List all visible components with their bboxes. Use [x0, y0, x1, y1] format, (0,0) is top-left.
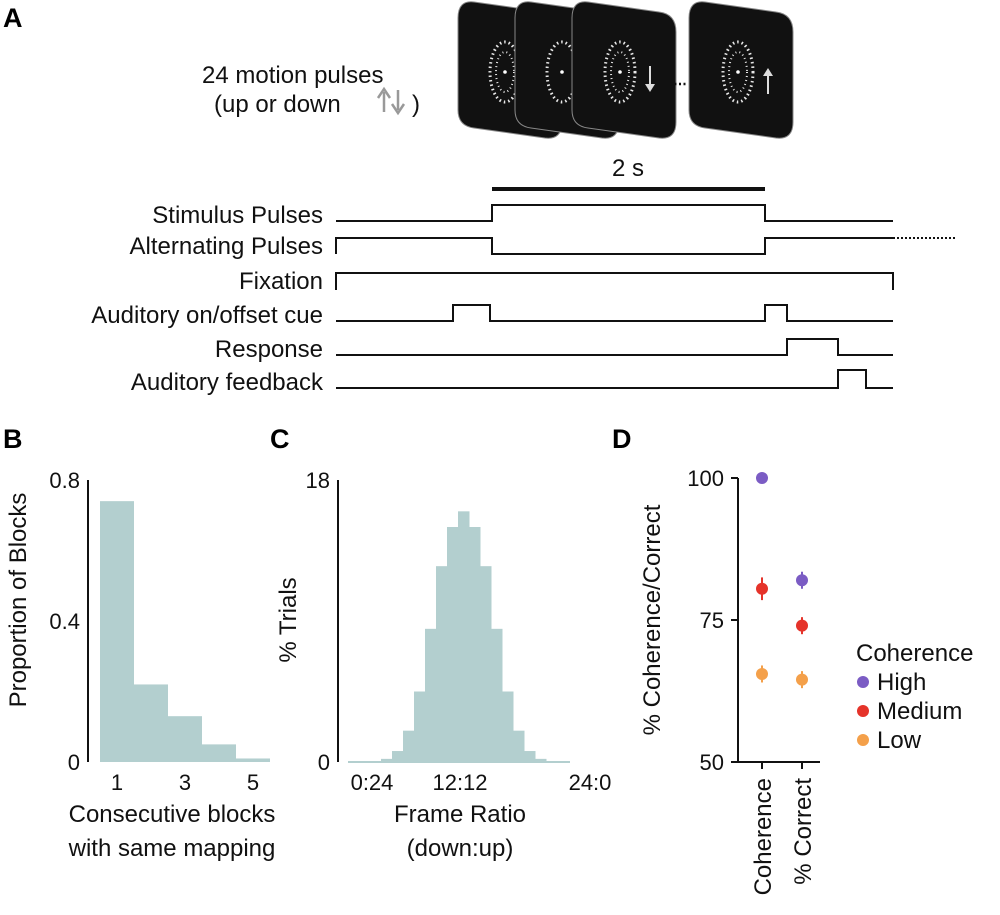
c-bar-18 [535, 758, 547, 762]
c-ytick-label: 0 [318, 750, 330, 775]
b-xticks: 1 3 5 [111, 770, 259, 795]
stimulus-text-line2: (up or down [214, 91, 341, 118]
d-ytick-label: 100 [687, 466, 724, 491]
d-ylabel: % Coherence/Correct [639, 504, 666, 735]
b-bar-2 [134, 684, 168, 762]
d-legend-marker-medium [857, 705, 869, 717]
c-xtick-label: 24:0 [569, 770, 612, 795]
c-bars [348, 511, 570, 763]
b-bar-4 [202, 744, 236, 762]
d-legend-label-medium: Medium [877, 698, 962, 725]
b-bar-1 [100, 501, 134, 762]
c-xlabel-line2: (down:up) [407, 835, 514, 862]
d-point-low [796, 673, 808, 686]
d-point-low [756, 667, 768, 680]
trace-cue [336, 304, 893, 322]
timeline-label-fixation: Fixation [239, 268, 323, 295]
d-point-high [796, 574, 808, 587]
d-yticks: 50 75 100 [687, 466, 738, 775]
timeline-label-alternating: Alternating Pulses [130, 233, 323, 260]
panel-d-letter: D [612, 424, 632, 454]
timeline-label-stimulus: Stimulus Pulses [152, 202, 323, 229]
timeline-label-feedback: Auditory feedback [131, 369, 324, 396]
d-point-high [756, 472, 768, 484]
d-xtick-label: % Correct [790, 778, 817, 885]
c-bar-15 [502, 691, 514, 762]
b-yticks: 0 0.4 0.8 [49, 468, 80, 775]
c-bar-4 [381, 758, 393, 762]
panel-c-letter: C [270, 424, 290, 454]
panel-b-letter: B [3, 424, 23, 454]
d-legend-label-high: High [877, 669, 926, 696]
duration-label: 2 s [612, 155, 644, 182]
c-bar-16 [513, 730, 525, 762]
c-xlabel-line1: Frame Ratio [394, 801, 526, 828]
b-xtick-label: 5 [247, 770, 259, 795]
b-ytick-label: 0.8 [49, 468, 80, 493]
stimulus-text-line1: 24 motion pulses [202, 62, 383, 89]
d-ytick-label: 75 [700, 608, 724, 633]
c-bar-12 [469, 527, 481, 762]
c-ytick-label: 18 [306, 468, 330, 493]
b-xtick-label: 1 [111, 770, 123, 795]
c-xtick-label: 0:24 [351, 770, 394, 795]
c-xticks: 0:24 12:12 24:0 [351, 770, 612, 795]
d-legend-label-low: Low [877, 727, 922, 754]
d-point-medium [756, 582, 768, 595]
c-bar-10 [447, 527, 459, 762]
c-xtick-label: 12:12 [432, 770, 487, 795]
d-legend-marker-high [857, 676, 869, 688]
frame-4-up-arrow-icon [763, 68, 773, 94]
updown-arrows-icon [376, 86, 406, 116]
trace-fixation [335, 272, 894, 290]
c-bar-17 [524, 751, 536, 762]
stimulus-text-close: ) [412, 91, 420, 118]
b-ytick-label: 0.4 [49, 609, 80, 634]
panel-a-letter: A [3, 3, 23, 33]
c-bar-7 [414, 691, 426, 762]
stimulus-frame-4 [688, 1, 794, 139]
d-point-medium [796, 619, 808, 632]
c-bar-9 [436, 566, 448, 762]
c-ylabel: % Trials [275, 577, 302, 662]
c-bar-5 [392, 751, 404, 762]
trace-stimulus [336, 204, 893, 222]
b-xlabel-line1: Consecutive blocks [69, 801, 276, 828]
d-legend-marker-low [857, 734, 869, 746]
c-bar-8 [425, 628, 437, 762]
trace-alternating [335, 237, 893, 255]
b-xtick-label: 3 [179, 770, 191, 795]
c-bar-6 [403, 730, 415, 762]
timeline-label-cue: Auditory on/offset cue [91, 302, 323, 329]
d-xtick-label: Coherence [750, 778, 777, 895]
c-bar-14 [491, 628, 503, 762]
trace-feedback [336, 369, 893, 389]
d-xticks: Coherence % Correct [750, 762, 817, 895]
d-ytick-label: 50 [700, 750, 724, 775]
c-bar-11 [458, 511, 470, 762]
c-yticks: 0 18 [306, 468, 330, 775]
frame-3-down-arrow-icon [645, 66, 655, 92]
b-bar-5 [236, 758, 270, 762]
d-legend-title: Coherence [856, 640, 973, 667]
b-ylabel: Proportion of Blocks [5, 493, 32, 708]
c-bar-13 [480, 566, 492, 762]
b-bar-3 [168, 716, 202, 762]
b-bars [100, 501, 270, 762]
b-xlabel-line2: with same mapping [68, 835, 276, 862]
stimulus-frame-3 [571, 1, 677, 139]
timeline-label-response: Response [215, 336, 323, 363]
d-points [756, 472, 808, 689]
b-ytick-label: 0 [68, 750, 80, 775]
trace-response [336, 338, 893, 356]
